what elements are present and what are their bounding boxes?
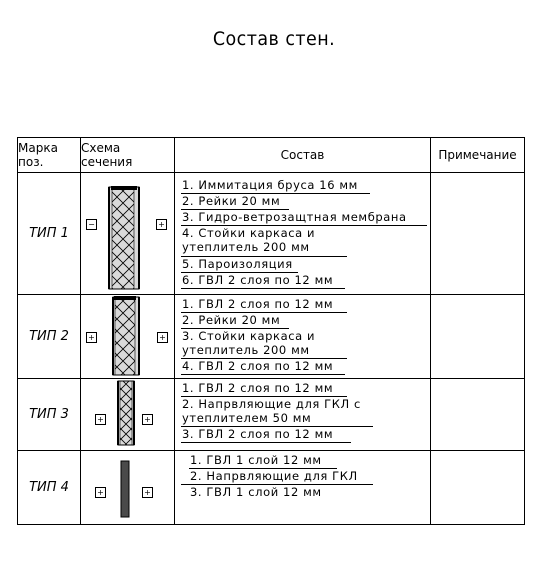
- underline: [181, 426, 373, 427]
- note-cell: [430, 172, 525, 295]
- row-mark: ТИП 3: [17, 378, 81, 451]
- header-mark: Марка поз.: [17, 137, 81, 173]
- layer-item: 1. Иммитация бруса 16 мм: [182, 178, 358, 192]
- inside-plus-marker: +: [156, 219, 167, 230]
- layer-item: 3. Стойки каркаса и: [182, 329, 316, 343]
- underline: [181, 328, 289, 329]
- right-plus-marker: +: [142, 487, 153, 498]
- header-note: Примечание: [430, 137, 525, 173]
- header-scheme-line-1: Схема: [81, 141, 121, 155]
- page-title: Состав стен.: [212, 28, 336, 50]
- section-drawing: [108, 186, 140, 290]
- underline: [181, 225, 427, 226]
- inside-plus-marker: +: [157, 332, 168, 343]
- underline: [181, 312, 347, 313]
- outside-minus-marker: −: [86, 219, 97, 230]
- underline: [181, 288, 345, 289]
- layer-item: 4. Стойки каркаса и: [182, 226, 316, 240]
- layer-item: утеплитель 200 мм: [182, 343, 310, 357]
- section-drawing: [112, 296, 140, 376]
- right-plus-marker: +: [142, 414, 153, 425]
- left-plus-marker: +: [95, 487, 106, 498]
- layer-item: 2. Рейки 20 мм: [182, 194, 281, 208]
- table-row: ТИП 1 − + 1. Иммитация бруса 16 мм 2. Ре…: [17, 172, 525, 295]
- underline: [181, 442, 351, 443]
- table-row: ТИП 2 + + 1. ГВЛ 2 слоя по 12 мм 2. Рейк…: [17, 294, 525, 379]
- outside-plus-marker: +: [86, 332, 97, 343]
- table-row: ТИП 4 + + 1. ГВЛ 1 слой 12 мм 2. Напрвля…: [17, 450, 525, 525]
- section-scheme: + +: [80, 450, 175, 525]
- note-cell: [430, 294, 525, 379]
- composition-cell: 1. ГВЛ 2 слоя по 12 мм 2. Рейки 20 мм 3.…: [174, 294, 431, 379]
- table-row: ТИП 3 + + 1. ГВЛ 2 слоя по 12 мм 2. Напр…: [17, 378, 525, 451]
- row-mark: ТИП 1: [17, 172, 81, 295]
- layer-item: 1. ГВЛ 2 слоя по 12 мм: [182, 297, 334, 311]
- note-cell: [430, 450, 525, 525]
- underline: [181, 358, 347, 359]
- layer-item: 5. Пароизоляция: [182, 257, 293, 271]
- section-scheme: − +: [80, 172, 175, 295]
- layer-item: 3. Гидро-ветрозащтная мембрана: [182, 210, 407, 224]
- layer-item: 2. Напрвляющие для ГКЛ с: [182, 397, 361, 411]
- section-scheme: + +: [80, 294, 175, 379]
- header-mark-line-2: поз.: [18, 155, 44, 169]
- composition-cell: 1. Иммитация бруса 16 мм 2. Рейки 20 мм …: [174, 172, 431, 295]
- underline: [189, 468, 337, 469]
- layer-item: 1. ГВЛ 2 слоя по 12 мм: [182, 381, 334, 395]
- underline: [181, 272, 298, 273]
- layer-item: 1. ГВЛ 1 слой 12 мм: [190, 453, 322, 467]
- wall-composition-table: Марка поз. Схема сечения Состав Примечан…: [17, 137, 525, 525]
- left-plus-marker: +: [95, 414, 106, 425]
- underline: [181, 209, 289, 210]
- header-row: Марка поз. Схема сечения Состав Примечан…: [17, 137, 525, 173]
- underline: [181, 193, 370, 194]
- composition-cell: 1. ГВЛ 2 слоя по 12 мм 2. Напрвляющие дл…: [174, 378, 431, 451]
- underline: [181, 484, 373, 485]
- layer-item: 3. ГВЛ 1 слой 12 мм: [190, 485, 322, 499]
- underline: [181, 256, 347, 257]
- underline: [181, 374, 345, 375]
- layer-item: 6. ГВЛ 2 слоя по 12 мм: [182, 273, 334, 287]
- layer-item: 3. ГВЛ 2 слоя по 12 мм: [182, 427, 334, 441]
- layer-item: 4. ГВЛ 2 слоя по 12 мм: [182, 359, 334, 373]
- header-composition: Состав: [174, 137, 431, 173]
- section-scheme: + +: [80, 378, 175, 451]
- header-mark-line-1: Марка: [18, 141, 58, 155]
- composition-cell: 1. ГВЛ 1 слой 12 мм 2. Напрвляющие для Г…: [174, 450, 431, 525]
- layer-item: 2. Рейки 20 мм: [182, 313, 281, 327]
- row-mark: ТИП 2: [17, 294, 81, 379]
- layer-item: утеплителем 50 мм: [182, 411, 312, 425]
- row-mark: ТИП 4: [17, 450, 81, 525]
- section-drawing: [117, 380, 135, 446]
- underline: [181, 396, 347, 397]
- note-cell: [430, 378, 525, 451]
- layer-item: утеплитель 200 мм: [182, 240, 310, 254]
- header-scheme-line-2: сечения: [81, 155, 133, 169]
- layer-item: 2. Напрвляющие для ГКЛ: [190, 469, 358, 483]
- section-drawing: [120, 460, 130, 518]
- header-scheme: Схема сечения: [80, 137, 175, 173]
